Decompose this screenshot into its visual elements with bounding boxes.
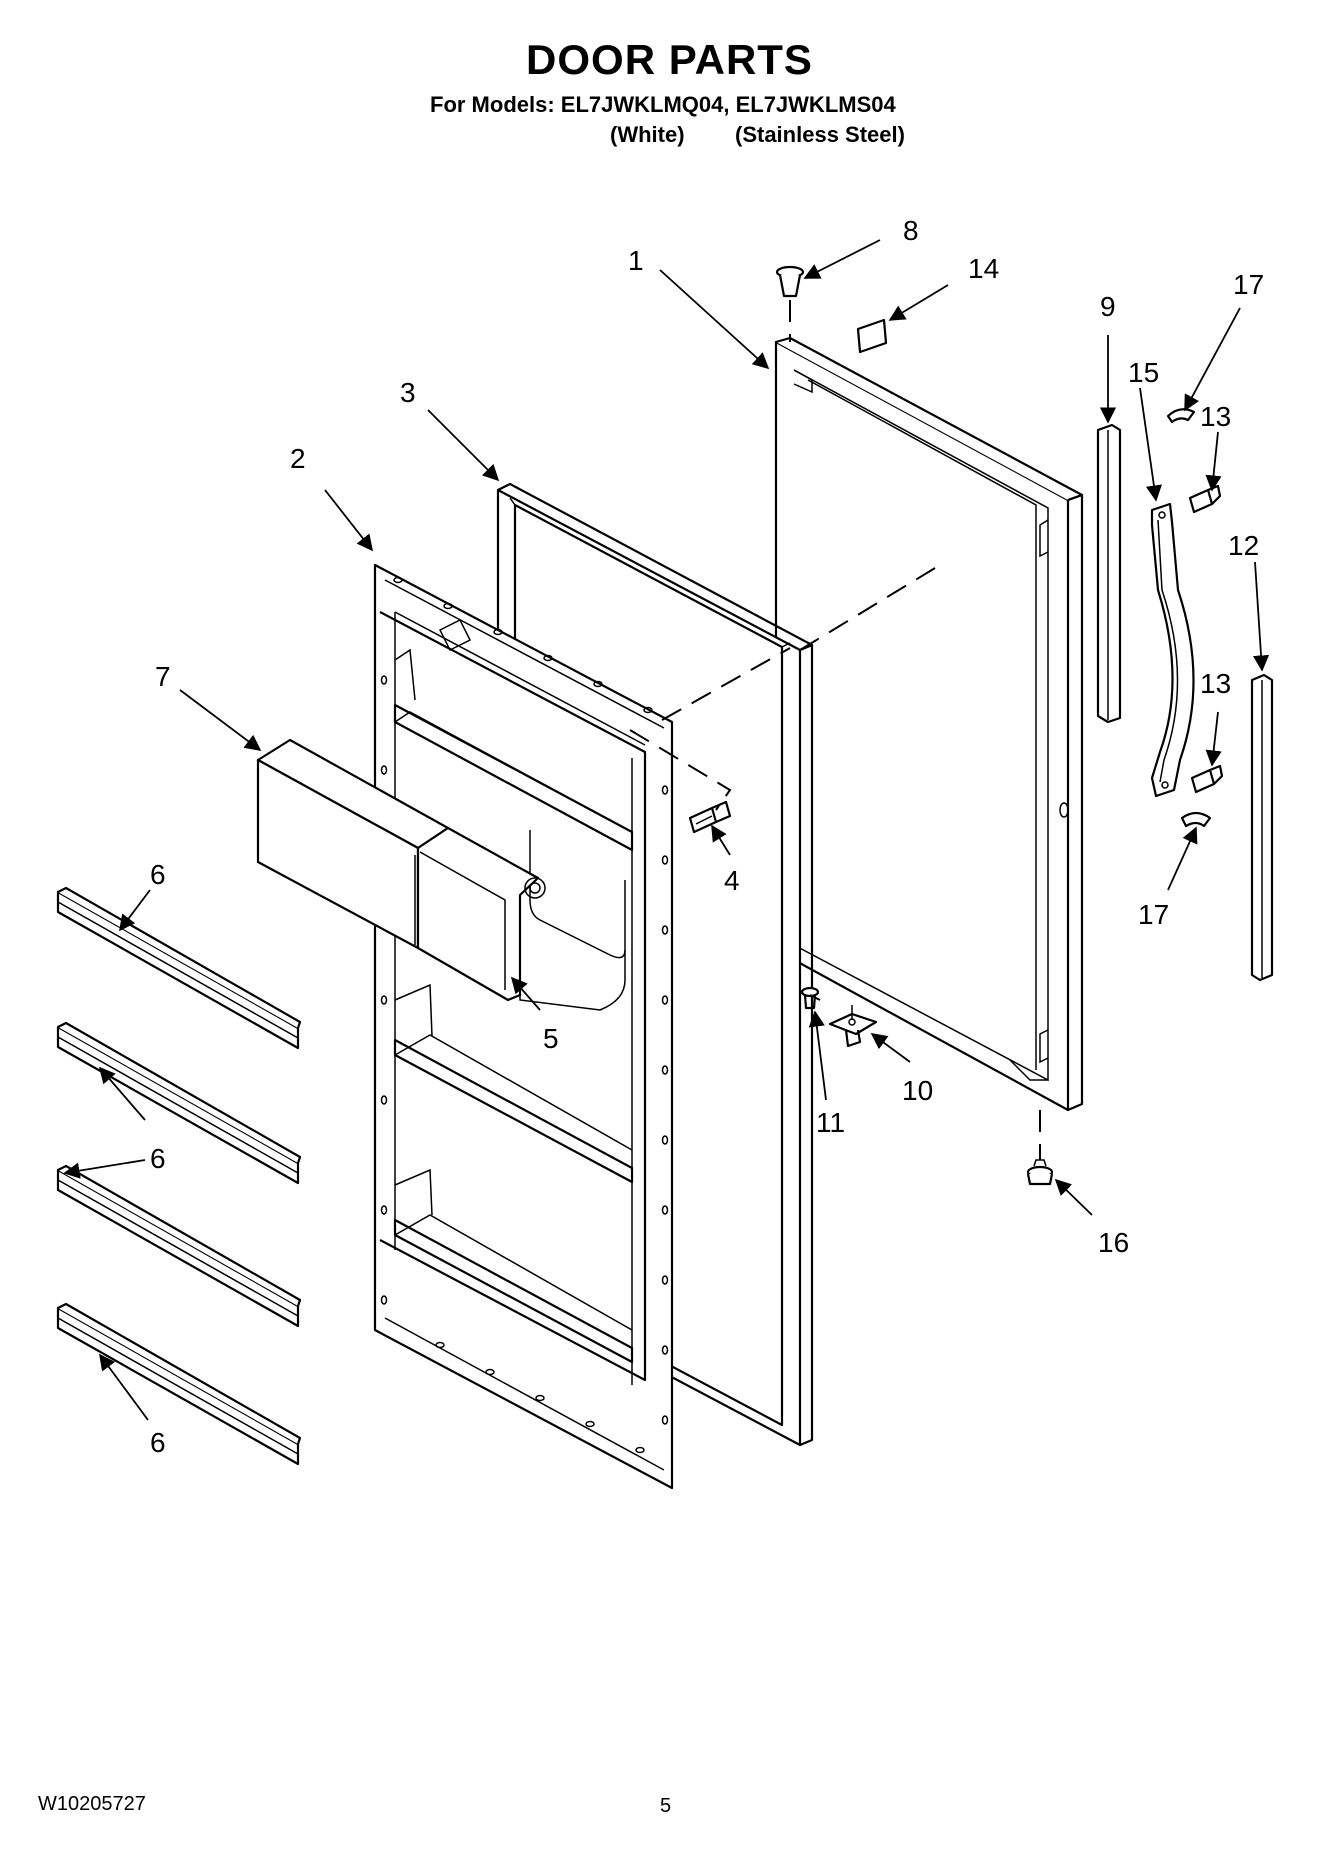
handle-screw-part-13-upper	[1188, 484, 1222, 514]
callout-3: 3	[400, 377, 416, 408]
outer-door-panel	[774, 336, 1084, 1112]
callout-16: 16	[1098, 1227, 1129, 1258]
handle-clip-part-17-lower	[1180, 811, 1212, 828]
label-part-14	[856, 318, 888, 354]
callout-5: 5	[543, 1023, 559, 1054]
variant-white: (White)	[610, 122, 685, 147]
door-rail-part-6-a	[56, 886, 302, 1050]
bottom-bushing-part-16	[1026, 1159, 1054, 1186]
trim-strip-part-9	[1096, 423, 1122, 724]
door-handle-part-15	[1150, 502, 1195, 798]
callout-8: 8	[903, 215, 919, 246]
screw-part-4	[688, 800, 732, 834]
document-code: W10205727	[38, 1793, 146, 1815]
handle-screw-part-13-lower	[1190, 764, 1224, 794]
callout-14: 14	[968, 253, 999, 284]
callout-13-a: 13	[1200, 401, 1231, 432]
door-rail-part-6-d	[56, 1302, 302, 1466]
handle-clip-part-17-upper	[1166, 408, 1196, 424]
page-title: DOOR PARTS	[526, 36, 813, 83]
leader-lines	[63, 239, 1270, 1421]
callout-17-a: 17	[1233, 269, 1264, 300]
models-line: For Models: EL7JWKLMQ04, EL7JWKLMS04	[430, 92, 896, 117]
variant-stainless-steel: (Stainless Steel)	[735, 122, 905, 147]
door-rail-part-6-c	[56, 1164, 302, 1328]
callout-12: 12	[1228, 530, 1259, 561]
callout-10: 10	[902, 1075, 933, 1106]
callout-2: 2	[290, 443, 306, 474]
callout-6-c: 6	[150, 1427, 166, 1458]
callout-1: 1	[628, 245, 644, 276]
callout-13-b: 13	[1200, 668, 1231, 699]
callout-9: 9	[1100, 291, 1116, 322]
callout-6-b: 6	[150, 1143, 166, 1174]
callout-numbers: 1 2 3 4 5 6 6 6 7 8 9 10 11 12 13 13 14 …	[150, 215, 1264, 1458]
callout-15: 15	[1128, 357, 1159, 388]
door-rail-part-6-b	[56, 1021, 302, 1185]
callout-4: 4	[724, 865, 740, 896]
callout-17-b: 17	[1138, 899, 1169, 930]
bottom-hinge-part-10	[828, 1005, 878, 1048]
callout-6-a: 6	[150, 859, 166, 890]
page-number: 5	[660, 1795, 672, 1817]
callout-7: 7	[155, 661, 171, 692]
callout-11: 11	[816, 1107, 845, 1138]
assembly-lines	[629, 300, 1041, 1160]
hinge-bushing-part-8	[775, 265, 805, 298]
dairy-door	[256, 738, 546, 1002]
trim-strip-part-12	[1250, 673, 1274, 982]
inner-door-liner	[373, 563, 674, 1490]
